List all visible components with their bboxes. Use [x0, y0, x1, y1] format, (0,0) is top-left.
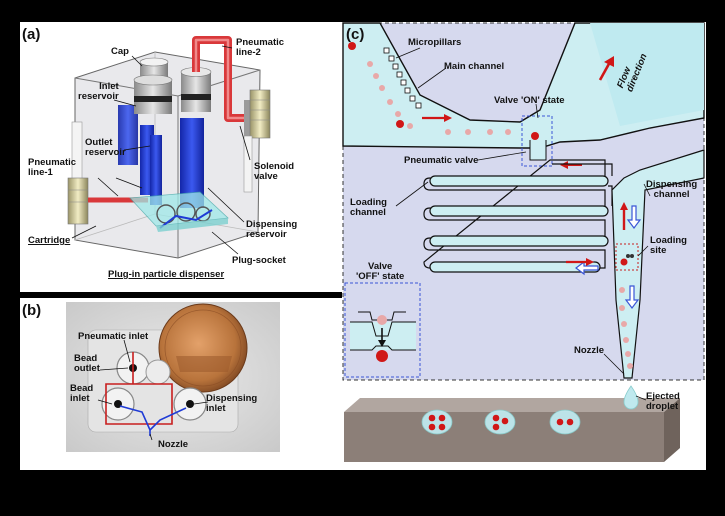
substrate-slab: [344, 385, 680, 462]
panel-a-leaders: [71, 45, 251, 255]
label-bead-outlet: Bead outlet: [74, 353, 100, 374]
label-dispensing-channel: Dispensing channel: [646, 179, 698, 200]
label-solenoid-valve: Solenoid valve: [254, 161, 295, 182]
label-nozzle-b: Nozzle: [158, 439, 189, 450]
label-loading-site: Loading site: [650, 235, 687, 256]
cap-right: [180, 67, 212, 112]
label-pneumatic-valve: Pneumatic valve: [404, 155, 479, 166]
panel-b-tag: (b): [22, 302, 42, 319]
cap-left: [133, 57, 173, 114]
panel-b-leaders: [97, 339, 209, 441]
label-valve-off: Valve 'OFF' state: [356, 261, 405, 282]
microfluidic-schematic: [342, 22, 705, 381]
label-plug-in-dispenser: Plug-in particle dispenser: [108, 269, 225, 280]
label-micropillars: Micropillars: [408, 37, 462, 48]
label-pneumatic-line-2: Pneumatic line-2: [236, 37, 285, 58]
label-dispensing-reservoir: Dispensing reservoir: [246, 219, 298, 240]
label-pneumatic-inlet: Pneumatic inlet: [78, 331, 149, 342]
label-pneumatic-line-1: Pneumatic line-1: [28, 157, 77, 178]
label-main-channel: Main channel: [444, 61, 505, 72]
label-nozzle-c: Nozzle: [574, 345, 605, 356]
panel-c-leaders: [395, 47, 651, 401]
label-cartridge: Cartridge: [28, 235, 71, 246]
label-bead-inlet: Bead inlet: [70, 383, 94, 404]
label-valve-on: Valve 'ON' state: [494, 95, 565, 106]
panel-c-tag: (c): [346, 26, 365, 43]
cartridge-drawing: [67, 36, 271, 259]
device-photo: [66, 302, 280, 452]
label-plug-socket: Plug-socket: [232, 255, 286, 266]
label-cap: Cap: [111, 46, 129, 57]
label-dispensing-inlet: Dispensing inlet: [206, 393, 258, 414]
panel-a-tag: (a): [22, 26, 41, 43]
label-inlet-reservoir: Inlet reservoir: [78, 81, 119, 102]
label-ejected-droplet: Ejected droplet: [646, 391, 680, 412]
label-outlet-reservoir: Outlet reservoir: [85, 137, 126, 158]
penny-coin: [158, 303, 248, 393]
label-loading-channel: Loading channel: [350, 197, 387, 218]
